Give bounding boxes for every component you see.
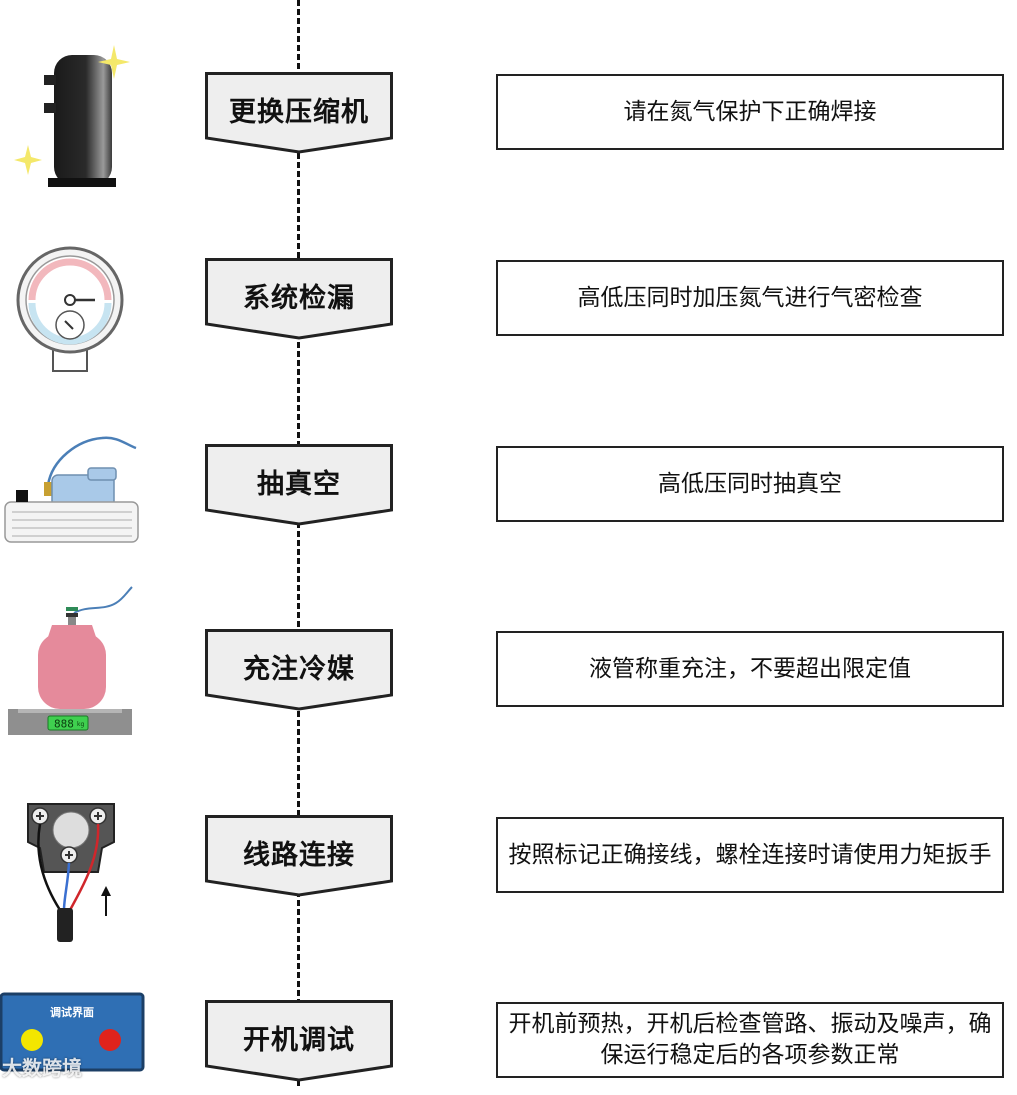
step-title: 线路连接 <box>205 815 393 889</box>
watermark-text: 大数跨境 <box>2 1052 82 1081</box>
refrigerant-tank-scale-icon: 888 kg <box>8 585 133 737</box>
step-description: 开机前预热，开机后检查管路、振动及噪声，确保运行稳定后的各项参数正常 <box>496 1002 1004 1078</box>
step-title: 抽真空 <box>205 444 393 518</box>
step-description: 请在氮气保护下正确焊接 <box>496 74 1004 150</box>
step-commissioning: 开机调试 <box>205 1000 393 1095</box>
step-description: 按照标记正确接线，螺栓连接时请使用力矩扳手 <box>496 817 1004 893</box>
step-description: 液管称重充注，不要超出限定值 <box>496 631 1004 707</box>
step-title: 充注冷媒 <box>205 629 393 703</box>
step-title: 开机调试 <box>205 1000 393 1074</box>
step-description: 高低压同时加压氮气进行气密检查 <box>496 260 1004 336</box>
step-vacuum: 抽真空 <box>205 444 393 539</box>
scale-unit: kg <box>77 721 84 728</box>
scale-readout: 888 <box>54 718 74 731</box>
step-wiring: 线路连接 <box>205 815 393 910</box>
step-description: 高低压同时抽真空 <box>496 446 1004 522</box>
pressure-gauge-icon <box>15 245 125 375</box>
step-replace-compressor: 更换压缩机 <box>205 72 393 167</box>
debug-panel-title: 调试界面 <box>50 1005 94 1019</box>
step-title: 系统检漏 <box>205 258 393 332</box>
compressor-icon <box>10 25 140 195</box>
terminal-wiring-icon <box>22 798 122 948</box>
step-charge-refrigerant: 充注冷媒 <box>205 629 393 724</box>
vacuum-pump-icon <box>2 430 142 548</box>
step-title: 更换压缩机 <box>205 72 393 146</box>
step-leak-test: 系统检漏 <box>205 258 393 353</box>
